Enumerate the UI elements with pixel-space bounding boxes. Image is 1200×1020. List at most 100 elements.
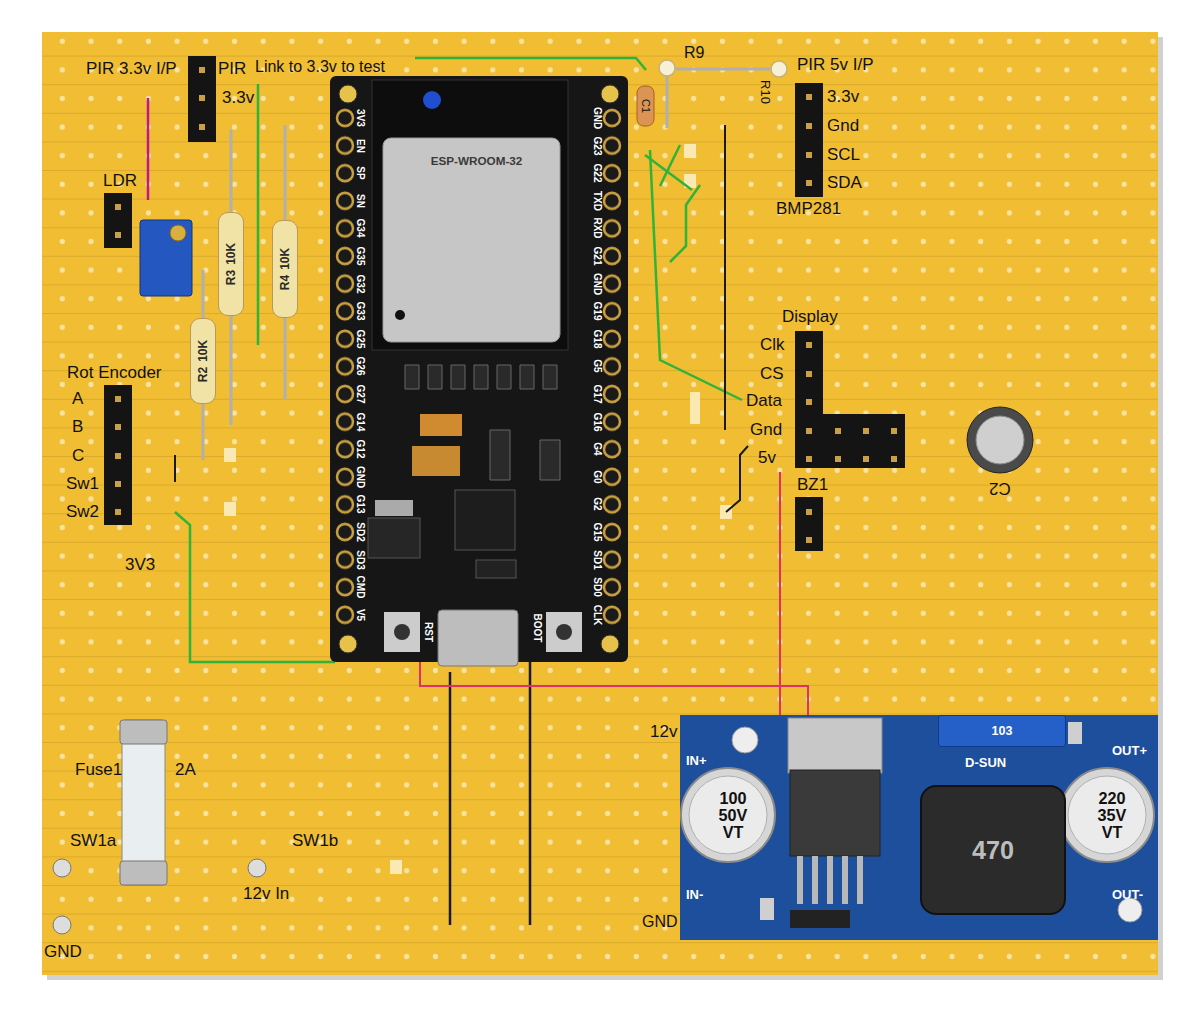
push-button xyxy=(546,612,582,652)
pin-label: SD3 xyxy=(355,550,366,569)
tantalum-cap xyxy=(412,446,460,476)
wire-link xyxy=(529,660,532,925)
pin-label: G27 xyxy=(355,385,366,404)
annotation-label: Data xyxy=(746,392,782,411)
module-shield xyxy=(383,138,560,342)
capacitor-top xyxy=(976,416,1024,464)
regulator-ic xyxy=(790,770,880,856)
annotation-label: C1 xyxy=(640,99,652,113)
pin-label: V5 xyxy=(355,609,366,621)
mounting-hole xyxy=(732,727,758,753)
resistor-body: R310K xyxy=(218,212,244,316)
trimmer-screw xyxy=(170,225,186,241)
pin-label: G33 xyxy=(355,302,366,321)
part-marking: R4 xyxy=(278,275,292,290)
annotation-label: CS xyxy=(760,365,784,384)
buck-converter-board xyxy=(680,715,1158,940)
inductor: 470 xyxy=(920,785,1066,915)
module-dot xyxy=(395,310,405,320)
part-marking: 10K xyxy=(196,340,210,362)
part-marking: VT xyxy=(723,824,744,841)
part-marking: 220 xyxy=(1098,790,1125,807)
ic-legs xyxy=(800,856,860,904)
pin-label: G14 xyxy=(355,412,366,431)
pin-label: CMD xyxy=(355,576,366,599)
smd-parts xyxy=(405,365,560,480)
pin-label: G35 xyxy=(355,247,366,266)
pin-label: RXD xyxy=(592,218,603,239)
resistor-end xyxy=(659,60,675,76)
smd-part xyxy=(1068,722,1082,744)
pin-label: G2 xyxy=(592,498,603,511)
text-group: 103 xyxy=(939,716,1065,746)
annotation-label: R10 xyxy=(758,80,772,104)
annotation-label: Sw1 xyxy=(66,475,99,494)
header-pins xyxy=(115,204,121,238)
part-marking: 100 xyxy=(719,790,746,807)
resistor-end xyxy=(771,61,787,77)
part-marking: IN- xyxy=(686,887,703,902)
track-cut xyxy=(224,448,236,462)
wifi-module xyxy=(372,80,568,350)
annotation-label: 2A xyxy=(175,761,196,780)
capacitor-can xyxy=(681,768,775,862)
wire-link xyxy=(147,98,150,200)
annotation-label: R9 xyxy=(684,44,704,62)
wire-link xyxy=(726,446,748,512)
annotation-label: GND xyxy=(44,943,82,962)
esp32-module: ESP-WROOM-32 xyxy=(383,140,570,340)
resistor-body: R410K xyxy=(272,220,298,318)
pin-header xyxy=(104,193,132,248)
resistor-lead xyxy=(666,76,669,128)
buck-converter: IN+OUT+D-SUNIN-OUT-10050VVT22035VVT47010… xyxy=(680,715,1158,940)
push-button xyxy=(384,612,420,652)
part-marking: 35V xyxy=(1098,807,1127,824)
terminal-pin xyxy=(53,859,71,877)
terminal-pin xyxy=(248,859,266,877)
pin-label: G0 xyxy=(592,470,603,483)
pin-header xyxy=(188,56,216,142)
part-marking: 103 xyxy=(991,724,1012,738)
fuse-cap xyxy=(120,861,167,885)
pin-label: CLK xyxy=(592,605,603,626)
pin-label: G25 xyxy=(355,329,366,348)
annotation-label: 5v xyxy=(758,449,776,468)
pin-label: GND xyxy=(355,466,366,488)
regulator xyxy=(368,518,420,558)
annotation-label: 3.3v xyxy=(222,89,254,108)
pin-header xyxy=(795,497,823,551)
part-marking: IN+ xyxy=(686,753,707,768)
pin-label: G23 xyxy=(592,136,603,155)
pin-label: G32 xyxy=(355,274,366,293)
pin-label: GND xyxy=(592,272,603,294)
annotation-label: Clk xyxy=(760,336,785,355)
pin-label: SD1 xyxy=(592,550,603,569)
annotation-label: 12v In xyxy=(243,885,289,904)
resistor-body: R210K xyxy=(190,318,216,404)
text-group: 470 xyxy=(922,787,1064,913)
pin-label: RST xyxy=(423,622,434,642)
annotation-label: C2 xyxy=(989,479,1011,498)
annotation-label: Sw2 xyxy=(66,503,99,522)
push-button xyxy=(394,624,410,640)
annotation-label: PIR 3.3v I/P xyxy=(86,60,177,79)
annotation-label: A xyxy=(72,390,83,409)
pin-label: TXD xyxy=(592,191,603,211)
annotation-label: BMP281 xyxy=(776,200,841,219)
part-marking: VT xyxy=(1102,824,1123,841)
wire-link xyxy=(779,472,781,716)
annotation-label: LDR xyxy=(103,172,137,191)
wire-link xyxy=(257,84,260,345)
pin-label: G12 xyxy=(355,440,366,459)
header-pins xyxy=(806,94,812,186)
pin-header xyxy=(795,83,823,197)
mounting-hole xyxy=(339,635,357,653)
module-dot xyxy=(423,91,441,109)
part-marking: ESP-WROOM-32 xyxy=(431,154,523,167)
regulator-tab xyxy=(375,500,413,516)
usb-uart-chip xyxy=(455,490,515,550)
stripboard xyxy=(42,32,1158,975)
annotation-label: SCL xyxy=(827,146,860,165)
pin-label: G34 xyxy=(355,219,366,238)
resistor-lead xyxy=(676,68,770,71)
